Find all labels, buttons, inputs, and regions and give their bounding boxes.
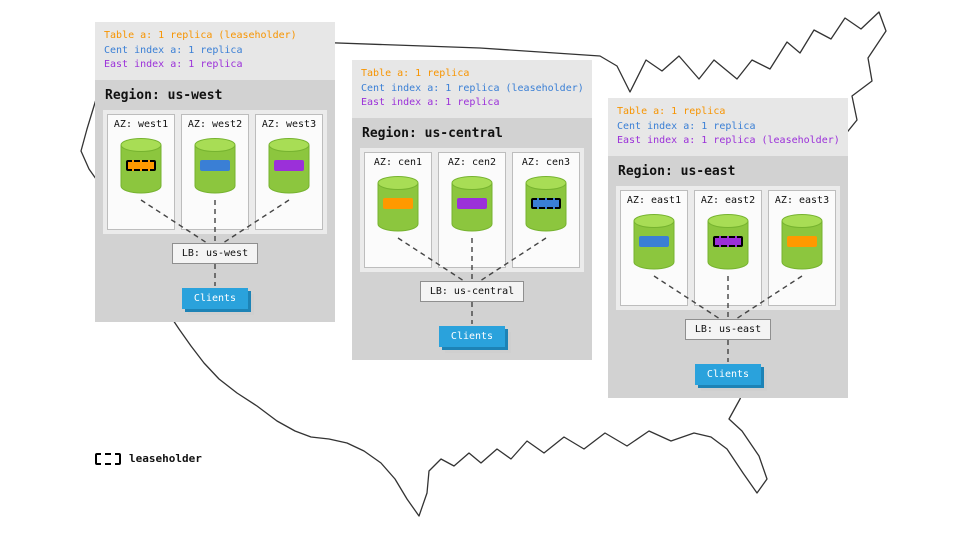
az-label: AZ: cen3 [521,157,571,168]
database-node [779,213,825,271]
replica-bar [531,198,561,209]
region-panel-us-west: Table a: 1 replica (leaseholder) Cent in… [95,22,335,322]
replica-bar [457,198,487,209]
replica-bar [126,160,156,171]
az-label: AZ: west3 [261,119,317,130]
az-box: AZ: west1 [107,114,175,230]
database-node [449,175,495,233]
clients-box: Clients [438,326,506,347]
replica-bar [383,198,413,209]
az-label: AZ: east3 [774,195,830,206]
region-panel-us-east: Table a: 1 replica Cent index a: 1 repli… [608,98,848,398]
region-title: Region: us-west [105,88,223,103]
replica-summary: Table a: 1 replica Cent index a: 1 repli… [608,98,848,156]
legend-label: leaseholder [129,452,202,465]
summary-line: Cent index a: 1 replica (leaseholder) [361,82,584,94]
az-box: AZ: cen3 [512,152,580,268]
az-container: AZ: west1 AZ: west2 AZ: west3 [103,110,327,234]
az-box: AZ: west2 [181,114,249,230]
legend: leaseholder [95,452,202,465]
load-balancer: LB: us-central [419,281,525,302]
replica-summary: Table a: 1 replica Cent index a: 1 repli… [352,60,592,118]
replica-bar [787,236,817,247]
summary-line: Table a: 1 replica [617,106,726,117]
az-box: AZ: cen1 [364,152,432,268]
load-balancer: LB: us-west [171,243,259,264]
database-node [375,175,421,233]
replica-bar [713,236,743,247]
replica-bar [200,160,230,171]
replica-bar [274,160,304,171]
az-container: AZ: cen1 AZ: cen2 AZ: cen3 [360,148,584,272]
az-container: AZ: east1 AZ: east2 AZ: east3 [616,186,840,310]
az-box: AZ: west3 [255,114,323,230]
az-label: AZ: cen2 [447,157,497,168]
database-node [192,137,238,195]
az-label: AZ: west1 [113,119,169,130]
az-box: AZ: east2 [694,190,762,306]
az-label: AZ: east2 [700,195,756,206]
summary-line: Table a: 1 replica (leaseholder) [104,30,297,41]
database-node [705,213,751,271]
clients-box: Clients [694,364,762,385]
az-label: AZ: cen1 [373,157,423,168]
summary-line: Cent index a: 1 replica [617,120,756,132]
region-title: Region: us-central [362,126,503,141]
summary-line: East index a: 1 replica [361,97,500,108]
summary-line: Table a: 1 replica [361,68,470,79]
region-title: Region: us-east [618,164,736,179]
az-box: AZ: east3 [768,190,836,306]
summary-line: East index a: 1 replica (leaseholder) [617,135,840,146]
az-box: AZ: cen2 [438,152,506,268]
replica-bar [639,236,669,247]
az-box: AZ: east1 [620,190,688,306]
leaseholder-swatch-icon [95,452,121,465]
database-node [118,137,164,195]
replica-summary: Table a: 1 replica (leaseholder) Cent in… [95,22,335,80]
az-label: AZ: east1 [626,195,682,206]
az-label: AZ: west2 [187,119,243,130]
load-balancer: LB: us-east [684,319,772,340]
summary-line: East index a: 1 replica [104,59,243,70]
database-node [631,213,677,271]
database-node [523,175,569,233]
database-node [266,137,312,195]
summary-line: Cent index a: 1 replica [104,44,243,56]
clients-box: Clients [181,288,249,309]
region-panel-us-central: Table a: 1 replica Cent index a: 1 repli… [352,60,592,360]
